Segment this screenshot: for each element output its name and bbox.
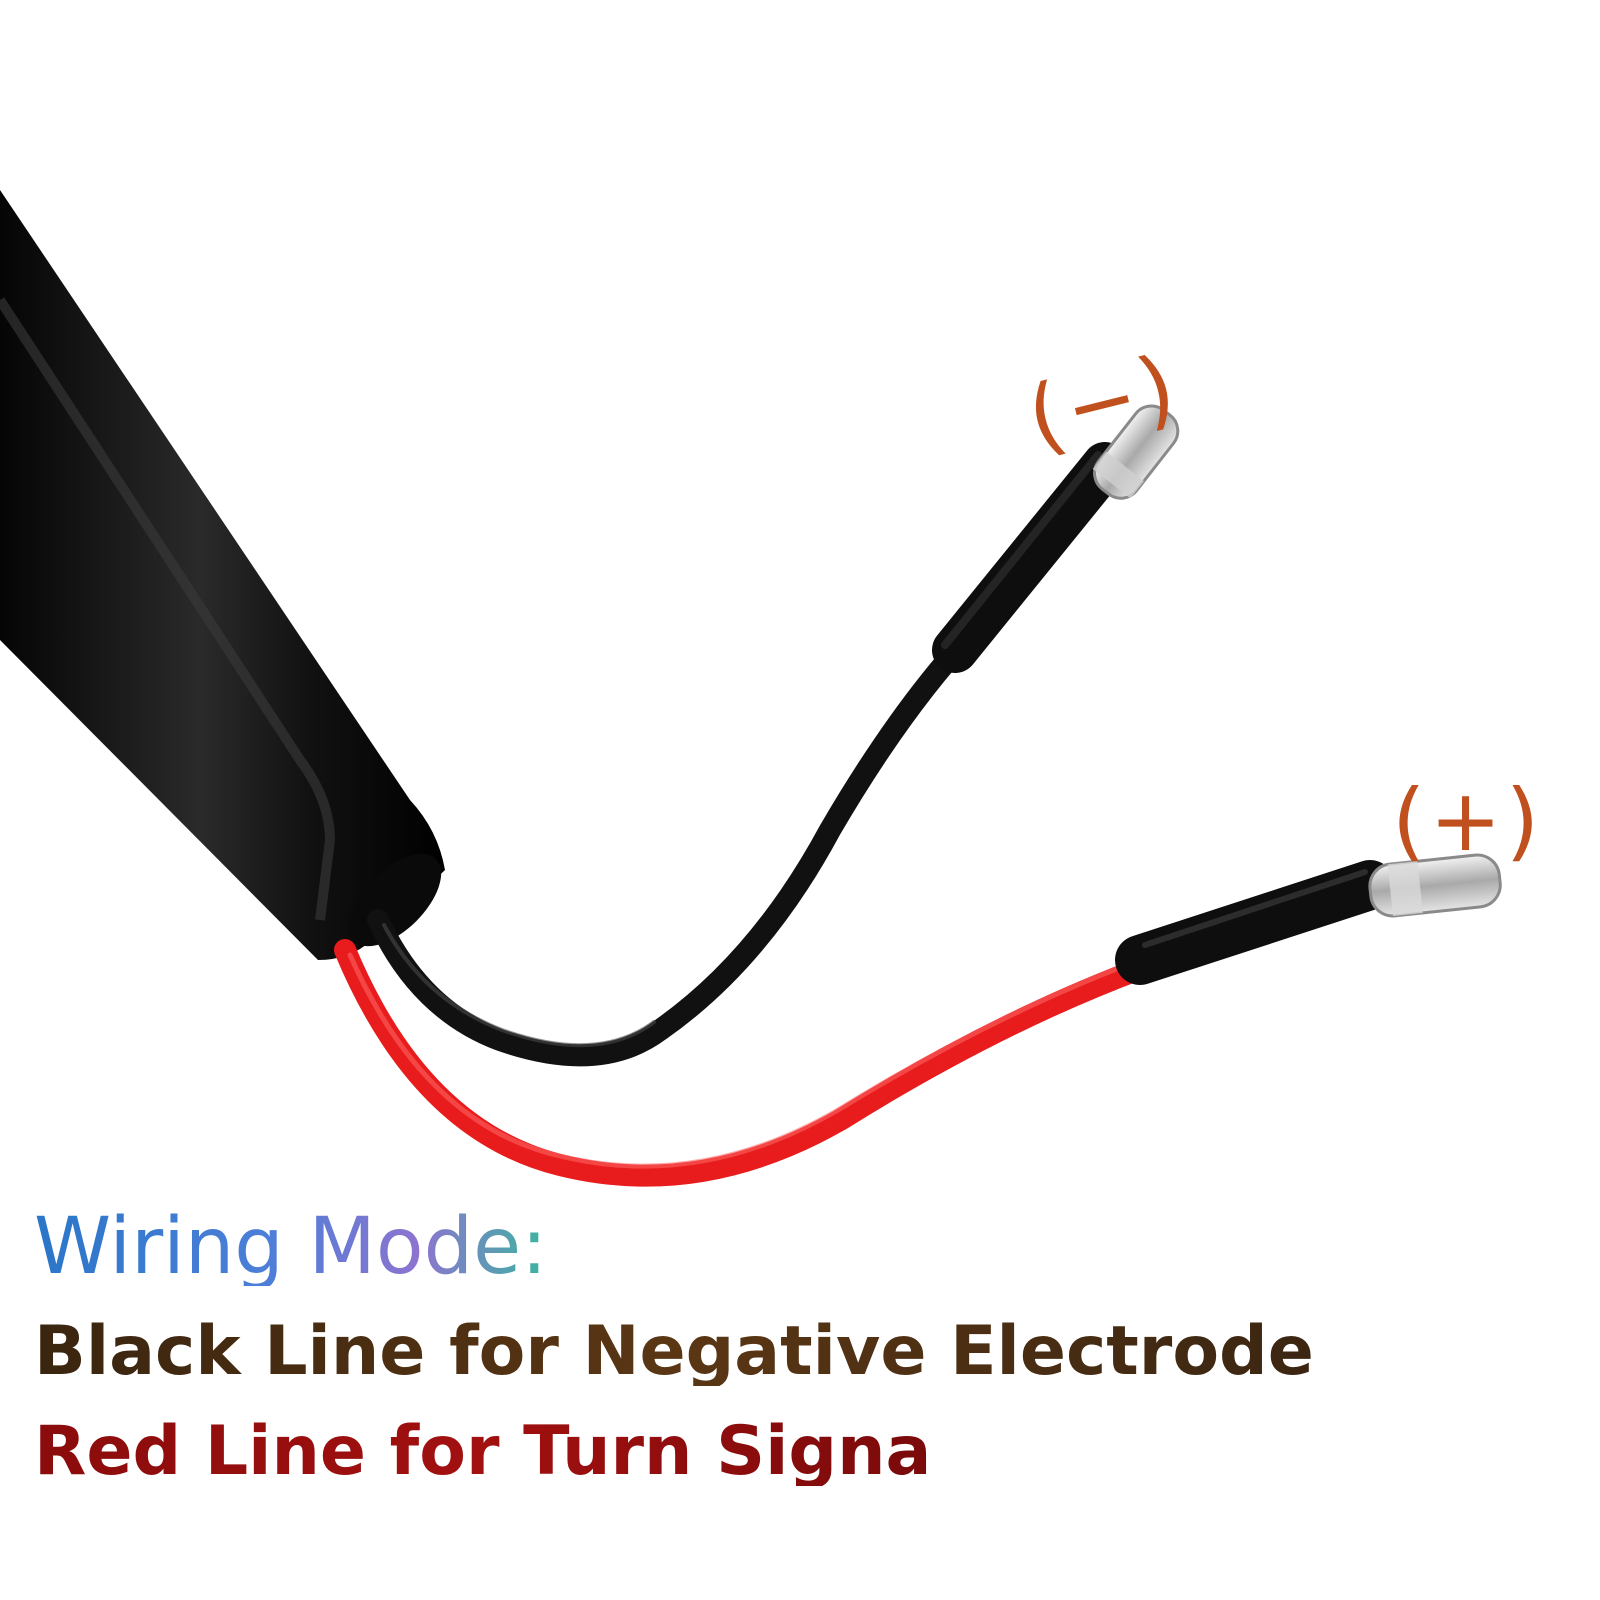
red-line-description: Red Line for Turn Signa — [34, 1412, 932, 1491]
negative-heat-shrink — [932, 442, 1128, 673]
positive-heat-shrink — [1115, 860, 1395, 985]
negative-terminal — [1092, 404, 1180, 500]
positive-terminal — [1368, 853, 1502, 918]
black-line-description: Black Line for Negative Electrode — [34, 1312, 1314, 1391]
red-wire — [334, 939, 1161, 1187]
black-wire — [367, 624, 981, 1067]
wiring-mode-title: Wiring Mode: — [34, 1202, 548, 1292]
main-black-sheath — [0, 190, 445, 960]
positive-polarity-label: (+) — [1392, 771, 1544, 871]
